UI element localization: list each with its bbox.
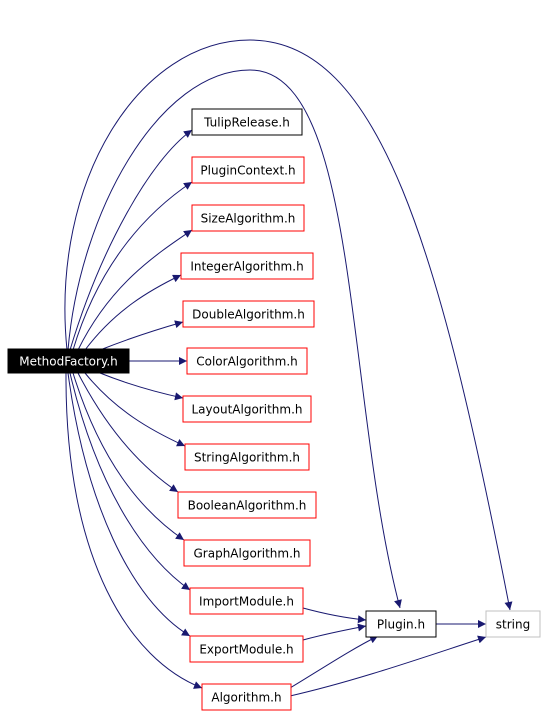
node-sizealgorithm[interactable]: SizeAlgorithm.h: [191, 204, 305, 232]
edge-methodfactory-to-exportmodule: [67, 372, 191, 637]
node-exportmodule-label: ExportModule.h: [199, 643, 293, 657]
node-coloralgorithm-label: ColorAlgorithm.h: [196, 355, 298, 369]
node-importmodule[interactable]: ImportModule.h: [189, 587, 304, 615]
edge-methodfactory-to-stringalgorithm: [84, 372, 186, 447]
node-layoutalgorithm-label: LayoutAlgorithm.h: [192, 403, 303, 417]
node-stringalgorithm[interactable]: StringAlgorithm.h: [184, 443, 310, 471]
node-stringalgorithm-label: StringAlgorithm.h: [194, 451, 300, 465]
node-string[interactable]: string: [485, 610, 541, 638]
node-doublealgorithm-label: DoubleAlgorithm.h: [192, 308, 305, 322]
node-algorithm[interactable]: Algorithm.h: [201, 683, 292, 711]
edge-methodfactory-to-tuliprelease: [69, 129, 193, 351]
edge-algorithm-to-string: [289, 635, 487, 697]
edge-exportmodule-to-plugin: [302, 623, 367, 641]
edge-methodfactory-to-plugin: [67, 69, 402, 609]
node-plugincontext[interactable]: PluginContext.h: [191, 156, 305, 184]
node-layoutalgorithm[interactable]: LayoutAlgorithm.h: [182, 395, 312, 423]
node-plugin-label: Plugin.h: [377, 618, 425, 632]
edge-methodfactory-to-importmodule: [69, 372, 191, 591]
edge-methodfactory-to-algorithm: [65, 372, 203, 689]
edge-methodfactory-to-string: [64, 39, 513, 611]
node-methodfactory[interactable]: MethodFactory.h: [7, 348, 130, 374]
node-exportmodule[interactable]: ExportModule.h: [189, 635, 304, 663]
node-plugin[interactable]: Plugin.h: [365, 610, 437, 638]
node-string-label: string: [496, 618, 530, 632]
edge-methodfactory-to-sizealgorithm: [77, 229, 193, 351]
edge-methodfactory-to-doublealgorithm: [99, 320, 184, 351]
node-integeralgorithm[interactable]: IntegerAlgorithm.h: [180, 252, 314, 280]
node-integeralgorithm-label: IntegerAlgorithm.h: [190, 260, 303, 274]
edge-methodfactory-to-layoutalgorithm: [99, 372, 184, 401]
node-coloralgorithm[interactable]: ColorAlgorithm.h: [186, 347, 308, 375]
node-plugincontext-label: PluginContext.h: [200, 164, 295, 178]
node-doublealgorithm[interactable]: DoubleAlgorithm.h: [182, 300, 315, 328]
node-graphalgorithm[interactable]: GraphAlgorithm.h: [183, 539, 311, 567]
node-booleanalgorithm[interactable]: BooleanAlgorithm.h: [177, 491, 317, 519]
edge-importmodule-to-plugin: [302, 607, 367, 624]
edge-methodfactory-to-integeralgorithm: [84, 274, 182, 351]
edge-methodfactory-to-graphalgorithm: [72, 372, 185, 541]
node-booleanalgorithm-label: BooleanAlgorithm.h: [188, 499, 307, 513]
edge-algorithm-to-plugin: [289, 635, 379, 689]
node-graphalgorithm-label: GraphAlgorithm.h: [194, 547, 301, 561]
node-importmodule-label: ImportModule.h: [199, 595, 294, 609]
node-algorithm-label: Algorithm.h: [211, 691, 281, 705]
node-tuliprelease[interactable]: TulipRelease.h: [191, 108, 303, 136]
edge-methodfactory-to-plugincontext: [72, 181, 193, 351]
node-tuliprelease-label: TulipRelease.h: [203, 116, 290, 130]
node-sizealgorithm-label: SizeAlgorithm.h: [201, 212, 296, 226]
node-methodfactory-label: MethodFactory.h: [19, 355, 118, 369]
edge-methodfactory-to-booleanalgorithm: [77, 372, 179, 493]
